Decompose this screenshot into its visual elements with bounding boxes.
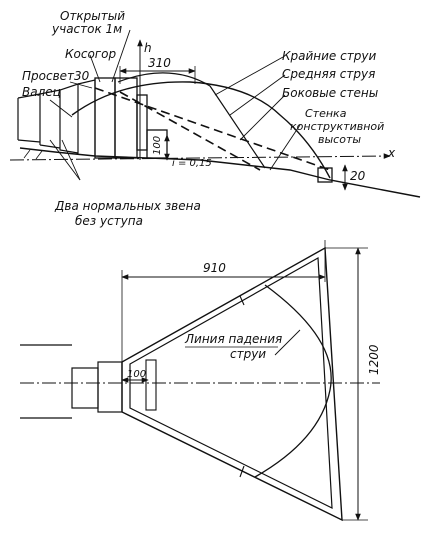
label-clearance: Просвет30	[22, 69, 90, 83]
plan-pipe	[20, 344, 123, 419]
jet-fall-curve	[254, 284, 332, 478]
label-dim-100-top: 100	[152, 136, 163, 155]
label-slope-i: i = 0,15	[172, 158, 212, 169]
label-dim-910: 910	[203, 261, 226, 275]
label-jet-fall-2: струи	[230, 347, 266, 361]
label-wall-1: Стенка	[305, 107, 347, 120]
label-wall-3: высоты	[318, 133, 361, 146]
label-dim-1200: 1200	[367, 344, 381, 375]
label-dim-100-bottom: 100	[127, 369, 146, 380]
longitudinal-section	[9, 29, 421, 198]
label-open-section-2: участок 1м	[51, 22, 122, 36]
label-extreme-jets: Крайние струи	[282, 49, 376, 63]
label-slope: Косогор	[65, 47, 116, 61]
extreme-jets-curve	[71, 81, 331, 179]
label-two-links-1: Два нормальных звена	[54, 199, 201, 213]
leader-lines	[49, 29, 301, 181]
label-side-walls: Боковые стены	[282, 86, 378, 100]
label-middle-jet: Средняя струя	[282, 67, 375, 81]
label-open-section-1: Открытый	[60, 9, 125, 23]
plan-outline-inner	[129, 257, 333, 509]
label-two-links-2: без уступа	[75, 214, 143, 228]
side-walls-dashed-2	[119, 91, 261, 171]
plan-outline-outer	[121, 246, 343, 522]
label-axis-x: x	[387, 146, 396, 160]
plan-inner-block	[145, 359, 157, 411]
ground-hatching	[23, 149, 43, 160]
end-wall	[317, 167, 333, 183]
head-wall	[94, 77, 168, 159]
plan-joints	[239, 295, 245, 478]
label-wall-2: конструктивной	[290, 120, 384, 133]
label-jet-fall-1: Линия падения	[184, 332, 282, 346]
axis-x	[9, 153, 391, 161]
label-roller: Валец	[22, 85, 61, 99]
label-dim-310: 310	[148, 56, 171, 70]
plan-view	[20, 240, 380, 522]
ground-slope-line	[19, 147, 421, 198]
label-axis-h: h	[144, 41, 152, 55]
jet-fall-leader	[274, 329, 301, 356]
label-dim-20: 20	[350, 169, 366, 183]
